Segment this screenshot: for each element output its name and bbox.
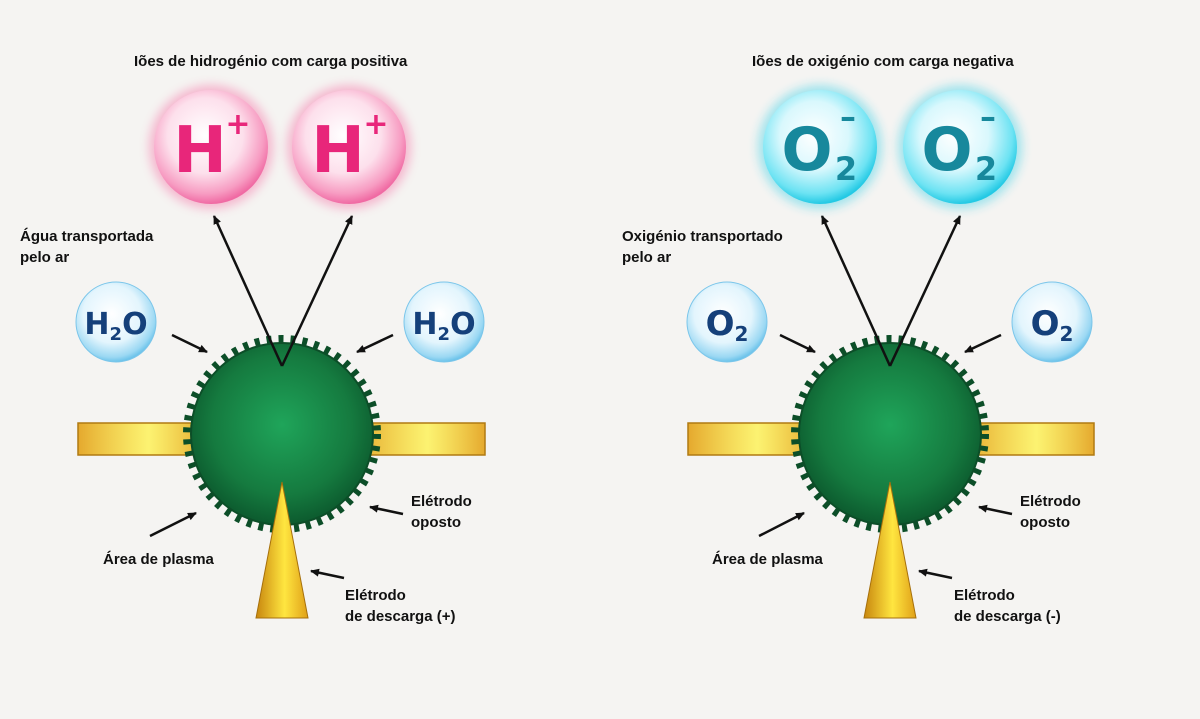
right-ion-2: O – 2	[898, 85, 1022, 209]
left-molecule-1-formula: H2O	[84, 307, 147, 345]
left-ion-1-symbol: H	[173, 114, 227, 188]
left-opposite-electrode-label: Elétrodo oposto	[411, 491, 472, 533]
left-discharge-electrode-label: Elétrodo de descarga (+)	[345, 585, 455, 627]
right-ion-2-charge: –	[980, 98, 996, 136]
right-carrier-label: Oxigénio transportado pelo ar	[622, 226, 783, 268]
right-molecule-2-formula: O2	[1031, 304, 1074, 346]
left-carrier-label-line-2: pelo ar	[20, 249, 70, 266]
right-molecule-2: O2	[1011, 281, 1093, 363]
left-plasma-label: Área de plasma	[103, 551, 214, 568]
right-panel-title: Iões de oxigénio com carga negativa	[752, 53, 1014, 70]
left-ion-2: H +	[287, 85, 411, 209]
right-plasma-label: Área de plasma	[712, 551, 823, 568]
left-ion-1-charge: +	[225, 107, 250, 142]
right-ion-arrow-1	[820, 215, 892, 367]
right-carrier-label-line-1: Oxigénio transportado	[622, 228, 783, 245]
left-panel-graphics: H + H + H2O H2O	[75, 85, 486, 619]
right-ion-1-subscript: 2	[835, 150, 857, 188]
right-ion-2-subscript: 2	[975, 150, 997, 188]
right-molecule-1-formula: O2	[706, 304, 749, 346]
right-ion-arrow-2	[888, 215, 962, 367]
left-opposite-electrode-label-line-2: oposto	[411, 514, 461, 531]
left-ion-arrow-2	[280, 215, 354, 367]
left-molecule-arrow-2	[356, 333, 394, 354]
right-molecule-arrow-1	[779, 333, 816, 354]
right-opposite-electrode-label-line-1: Elétrodo	[1020, 493, 1081, 510]
left-carrier-label-line-1: Água transportada	[20, 228, 154, 245]
right-ion-1-symbol: O	[781, 115, 832, 185]
left-ion-1: H +	[149, 85, 273, 209]
left-discharge-arrow	[310, 568, 345, 580]
left-carrier-label: Água transportada pelo ar	[20, 226, 153, 268]
right-plasma-arrow	[758, 511, 805, 538]
left-ion-2-symbol: H	[311, 114, 365, 188]
left-discharge-electrode	[255, 481, 309, 619]
right-discharge-electrode-label-line-2: de descarga (-)	[954, 608, 1061, 625]
right-panel-graphics: O – 2 O – 2 O2 O2	[686, 85, 1095, 619]
right-discharge-electrode-label: Elétrodo de descarga (-)	[954, 585, 1061, 627]
right-discharge-electrode-label-line-1: Elétrodo	[954, 587, 1015, 604]
left-discharge-electrode-label-line-1: Elétrodo	[345, 587, 406, 604]
left-discharge-electrode-label-line-2: de descarga (+)	[345, 608, 456, 625]
right-molecule-arrow-2	[964, 333, 1002, 354]
right-discharge-arrow	[918, 568, 953, 580]
left-molecule-2: H2O	[403, 281, 485, 363]
right-opposite-electrode-label: Elétrodo oposto	[1020, 491, 1081, 533]
left-plasma-arrow	[149, 511, 197, 538]
left-molecule-arrow-1	[171, 333, 208, 354]
right-carrier-label-line-2: pelo ar	[622, 249, 672, 266]
left-molecule-1: H2O	[75, 281, 157, 363]
left-molecule-2-formula: H2O	[412, 307, 475, 345]
right-ion-2-symbol: O	[921, 115, 972, 185]
right-opposite-electrode-label-line-2: oposto	[1020, 514, 1070, 531]
right-discharge-electrode	[863, 481, 917, 619]
right-opposite-arrow	[978, 504, 1013, 516]
left-opposite-arrow	[369, 504, 404, 516]
right-molecule-1: O2	[686, 281, 768, 363]
left-ion-arrow-1	[212, 215, 284, 367]
right-ion-1: O – 2	[758, 85, 882, 209]
left-ion-2-charge: +	[363, 107, 388, 142]
right-ion-1-charge: –	[840, 98, 856, 136]
left-opposite-electrode-label-line-1: Elétrodo	[411, 493, 472, 510]
left-panel-title: Iões de hidrogénio com carga positiva	[134, 53, 408, 70]
